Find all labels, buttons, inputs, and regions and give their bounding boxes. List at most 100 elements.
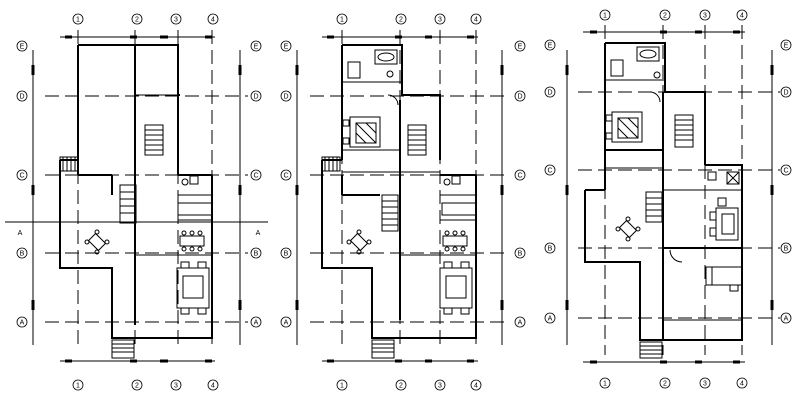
grid-tag: 3 [699,9,711,21]
svg-text:A: A [20,320,25,327]
svg-text:B: B [284,251,289,258]
entry-steps [639,341,663,359]
svg-text:E: E [20,44,25,51]
svg-text:A: A [284,320,289,327]
grid-tag: A [16,316,28,328]
table-set [84,229,110,255]
grid-tag: B [250,247,262,259]
svg-text:2: 2 [399,383,403,390]
svg-text:1: 1 [603,381,607,388]
svg-text:B: B [518,251,523,258]
svg-text:B: B [20,251,25,258]
bed [605,111,643,143]
grid-tag: E [280,40,292,52]
svg-text:3: 3 [438,383,442,390]
svg-text:3: 3 [174,383,178,390]
grid-tag: 1 [336,379,348,391]
plan-1-row-tags-left: E D C B A [16,40,28,328]
grid-tag: 1 [599,9,611,21]
svg-text:4: 4 [474,383,478,390]
svg-text:A: A [254,320,259,327]
floor-plan-2 [295,30,510,363]
svg-text:E: E [254,44,259,51]
svg-text:E: E [518,44,523,51]
stairs-mid [645,191,663,223]
section-mark-right: A [256,230,261,237]
svg-text:A: A [784,316,789,323]
svg-text:4: 4 [474,17,478,24]
plan-3-column-tags-top: 1 2 3 4 [599,9,748,21]
sofa-set [709,197,739,241]
svg-text:C: C [253,173,258,180]
svg-text:C: C [517,173,522,180]
grid-tag: C [544,164,556,176]
svg-text:A: A [548,316,553,323]
table-set [346,229,372,255]
svg-text:1: 1 [76,17,80,24]
grid-tag: D [280,90,292,102]
grid-tag: 2 [659,9,671,21]
svg-text:A: A [518,320,523,327]
bed [342,116,381,148]
plan-2-column-tags-bottom: 1 2 3 4 [336,379,482,391]
stairs-mid [119,184,137,224]
grid-tag: A [280,316,292,328]
grid-tag: D [250,90,262,102]
plan-2-column-tags-top: 1 2 3 4 [336,13,482,25]
grid-tag: A [780,312,792,324]
plan-1-column-tags-bottom: 1 2 3 4 [72,379,219,391]
svg-text:D: D [19,94,24,101]
plan-2-row-tags-left: E D C B A [280,40,292,328]
grid-tag: 2 [131,379,143,391]
svg-text:2: 2 [135,17,139,24]
stairs-upper [674,114,694,148]
grid-tag: E [544,39,556,51]
grid-tag: C [16,169,28,181]
svg-text:4: 4 [211,17,215,24]
grid-tag: 3 [170,379,182,391]
section-mark-left: A [18,230,23,237]
svg-text:2: 2 [663,381,667,388]
svg-text:3: 3 [703,381,707,388]
grid-tag: D [16,90,28,102]
svg-text:C: C [19,173,24,180]
table-set [615,216,641,242]
svg-text:D: D [283,94,288,101]
dining-set [442,230,468,252]
svg-text:B: B [254,251,259,258]
grid-tag: C [780,164,792,176]
grid-tag: C [514,169,526,181]
svg-text:1: 1 [340,383,344,390]
grid-tag: B [544,242,556,254]
svg-text:E: E [548,43,553,50]
plan-3-row-tags-right: E D C B A [780,39,792,324]
svg-text:3: 3 [703,13,707,20]
grid-tag: 1 [336,13,348,25]
svg-text:3: 3 [438,17,442,24]
svg-text:2: 2 [399,17,403,24]
sofa-set [176,261,210,315]
svg-text:1: 1 [340,17,344,24]
grid-tag: D [514,90,526,102]
grid-tag: 2 [395,379,407,391]
grid-tag: B [16,247,28,259]
svg-text:D: D [783,90,788,97]
svg-text:4: 4 [211,383,215,390]
grid-tag: 1 [72,13,84,25]
grid-tag: C [250,169,262,181]
svg-text:D: D [253,94,258,101]
grid-tag: 1 [599,377,611,389]
grid-tag: E [250,40,262,52]
grid-tag: A [514,316,526,328]
svg-text:3: 3 [174,17,178,24]
svg-text:B: B [548,246,553,253]
plan-3-row-tags-left: E D C B A [544,39,556,324]
dining-set [179,230,205,252]
grid-tag: C [280,169,292,181]
grid-tag: 3 [699,377,711,389]
grid-tag: 2 [659,377,671,389]
plan-1-column-tags-top: 1 2 3 4 [72,13,219,25]
stairs-mid [381,194,399,232]
entry-steps [371,339,395,359]
